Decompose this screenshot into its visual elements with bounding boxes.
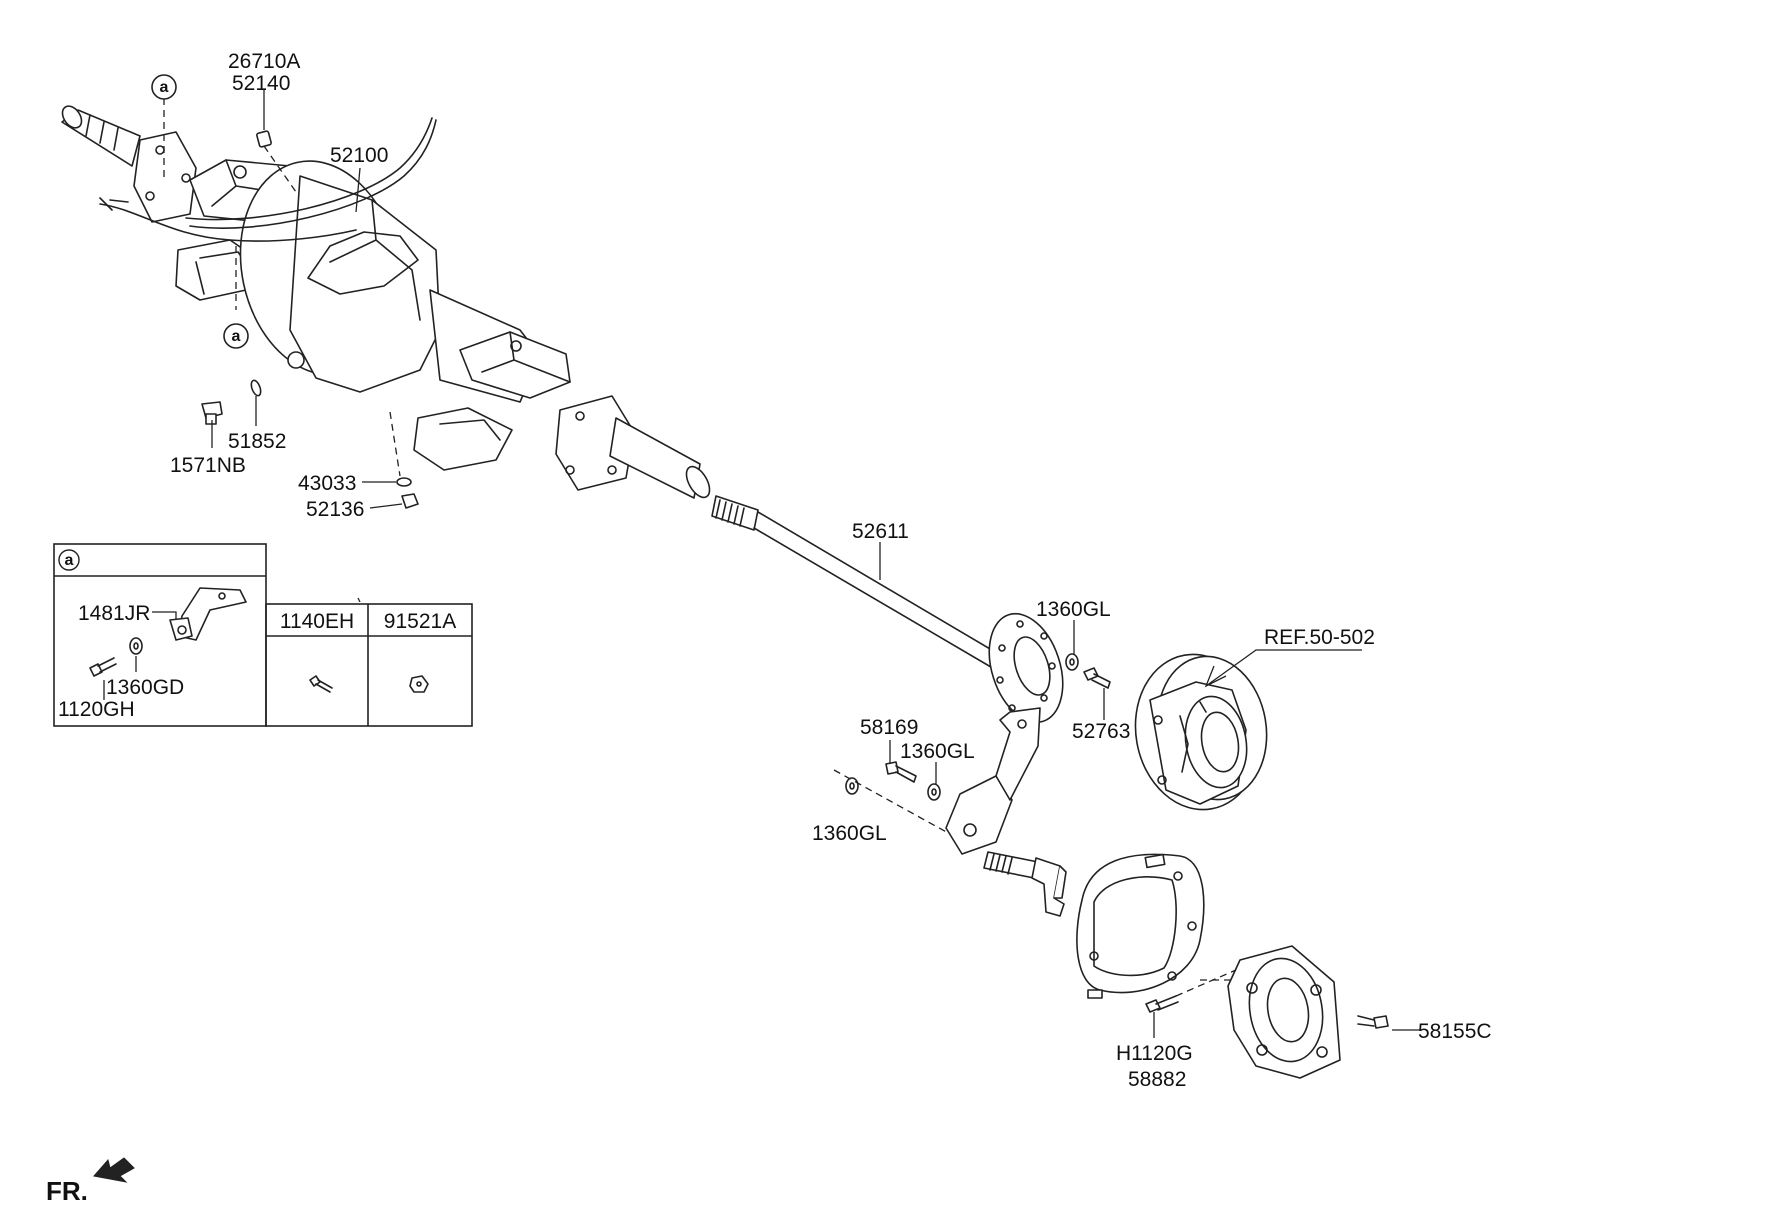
table-header-1140eh: 1140EH [280, 610, 354, 633]
marker-a-top: a [151, 74, 177, 100]
detail-label-1360gd: 1360GD [106, 676, 184, 699]
callout-51852: 51852 [228, 430, 286, 453]
callout-52763: 52763 [1072, 720, 1130, 743]
table-header-91521a: 91521A [384, 610, 456, 633]
detail-marker-a: a [65, 552, 74, 569]
callout-1360gl-lower: 1360GL [812, 822, 887, 845]
detail-label-1120gh: 1120GH [58, 698, 135, 721]
detail-label-1481jr: 1481JR [78, 602, 150, 625]
callout-52100: 52100 [330, 144, 388, 167]
spline-shaft [983, 851, 1067, 917]
callout-1571nb: 1571NB [170, 454, 246, 477]
leader-lines [211, 90, 1420, 1038]
callout-52136: 52136 [306, 498, 364, 521]
callout-1360gl-middle: 1360GL [900, 740, 975, 763]
front-arrow-icon [93, 1157, 135, 1183]
caliper-housing [1227, 945, 1389, 1079]
callout-58882: 58882 [1128, 1068, 1186, 1091]
callout-58155c: 58155C [1418, 1020, 1492, 1043]
callout-labels: 26710A 52140 52100 51852 1571NB 43033 52… [170, 50, 1492, 1091]
axle-housing-52100 [61, 105, 711, 499]
wheel-hub-ref-50-502 [1134, 653, 1268, 811]
marker-a-label: a [160, 79, 169, 96]
callout-ref-50-502: REF.50-502 [1264, 626, 1375, 649]
callout-1360gl-upper: 1360GL [1036, 598, 1111, 621]
small-parts-housing [201, 130, 419, 509]
callout-52140: 52140 [232, 72, 290, 95]
bolt-h1120g [1145, 995, 1179, 1013]
bolt-52763 [1083, 667, 1111, 689]
callout-52611: 52611 [852, 520, 909, 543]
callout-43033: 43033 [298, 472, 356, 495]
bracket-58169-assembly [845, 707, 1041, 855]
marker-a-bottom: a [223, 323, 249, 349]
dashed-guides [163, 98, 1237, 997]
axle-shaft-52611 [711, 495, 1064, 724]
marker-a-label: a [232, 328, 241, 345]
front-label: FR. [46, 1176, 88, 1206]
detail-box-a: a 1481JR 1360GD 1120GH 1140EH 91521A [53, 543, 473, 727]
callout-58169: 58169 [860, 716, 918, 739]
nut-1360gl-upper [1065, 653, 1079, 671]
callout-h1120g: H1120G [1116, 1042, 1193, 1065]
front-direction-indicator: FR. [46, 1157, 135, 1206]
backing-plate-58882 [1076, 853, 1205, 999]
callout-26710a: 26710A [228, 50, 300, 73]
